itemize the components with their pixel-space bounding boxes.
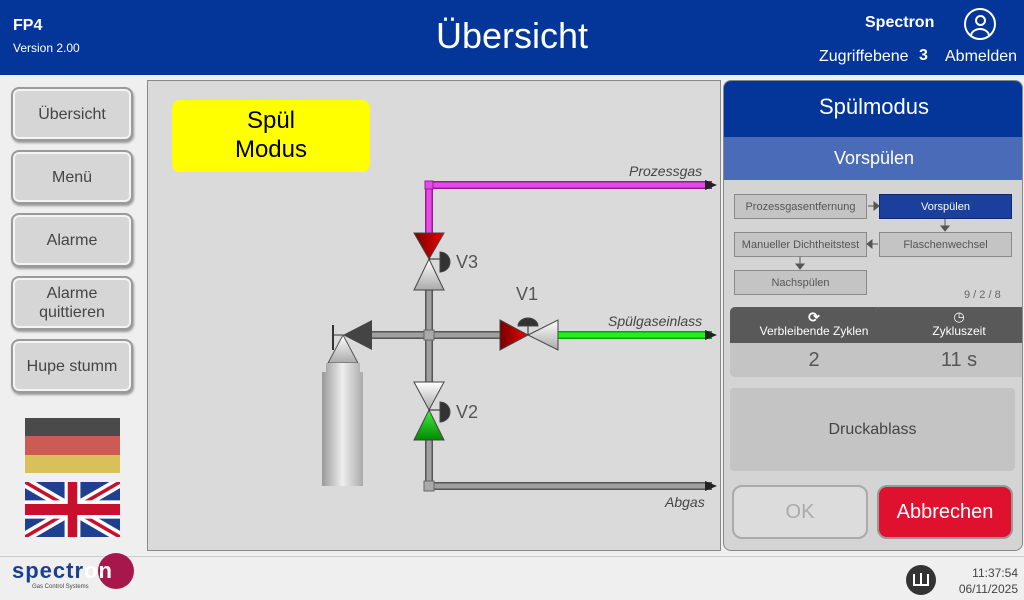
nav-horn-mute-button[interactable]: Hupe stumm [11, 339, 133, 393]
ack-line1: Alarme [46, 285, 98, 302]
process-gas-pipe [424, 180, 717, 233]
cycle-time-value: 11 s [940, 349, 978, 371]
v2-label: V2 [456, 402, 478, 422]
valve-v2-icon [413, 381, 451, 441]
panel-title: Spülmodus [724, 81, 1022, 137]
access-level-value: 3 [919, 47, 928, 64]
cycle-time-label: Zykluszeit [932, 324, 986, 338]
process-gas-label: Prozessgas [629, 163, 702, 179]
german-flag-icon[interactable] [25, 418, 120, 473]
step-bottle-change: Flaschenwechsel [879, 232, 1012, 257]
device-name: FP4 [13, 17, 43, 34]
date: 06/11/2025 [958, 582, 1018, 596]
nav-acknowledge-alarms-button[interactable]: Alarme quittieren [11, 276, 133, 330]
access-level-label: Zugriffebene [819, 48, 909, 65]
logo-subtitle: Gas Control Systems [32, 584, 89, 590]
exhaust-label: Abgas [664, 494, 705, 510]
mode-badge: Spül Modus [172, 100, 370, 172]
version-label: Version 2.00 [13, 41, 80, 55]
gas-cylinder-icon [322, 320, 372, 486]
clock-icon: ◷ [953, 309, 965, 324]
manual-book-icon[interactable] [906, 565, 936, 595]
step-post-purge: Nachspülen [734, 270, 867, 295]
nav-alarms-button[interactable]: Alarme [11, 213, 133, 267]
panel-subtitle: Vorspülen [724, 137, 1022, 180]
page-title: Übersicht [435, 15, 589, 56]
nav-menu-button[interactable]: Menü [11, 150, 133, 204]
gray-pipes [372, 290, 717, 492]
purge-inlet-label: Spülgaseinlass [608, 313, 702, 329]
v1-label: V1 [516, 284, 538, 304]
valve-v1-icon [499, 317, 559, 351]
remaining-cycles-label: Verbleibende Zyklen [759, 324, 869, 338]
remaining-cycles-value: 2 [808, 349, 820, 371]
valve-v3-icon [413, 232, 451, 291]
step-arrows [794, 200, 951, 270]
pressure-release-button[interactable]: Druckablass [730, 388, 1015, 471]
spectron-logo: spectron Gas Control Systems [12, 553, 137, 597]
v3-label: V3 [456, 252, 478, 272]
time: 11:37:54 [972, 566, 1018, 580]
purge-mode-panel: Spülmodus Vorspülen Prozessgasentfernung… [723, 80, 1023, 551]
step-manual-leak-test: Manueller Dichtheitstest [734, 232, 867, 257]
mode-line1: Spül [246, 107, 296, 134]
refresh-icon: ⟳ [808, 309, 820, 325]
header-bar: FP4 Version 2.00 Übersicht Spectron Zugr… [0, 0, 1024, 75]
footer-divider [0, 556, 1024, 557]
nav-overview-button[interactable]: Übersicht [11, 87, 133, 141]
uk-flag-icon[interactable] [25, 482, 120, 537]
cycle-time-card: ◷Zykluszeit 11 s [875, 307, 1022, 377]
ok-button[interactable]: OK [732, 485, 868, 539]
ack-line2: quittieren [39, 304, 105, 321]
purge-gas-pipe [558, 330, 717, 340]
logout-button[interactable]: Abmelden [945, 48, 1018, 65]
user-icon[interactable] [964, 8, 996, 40]
company-name: Spectron [865, 14, 935, 31]
process-diagram: Spül Modus [147, 80, 721, 551]
mode-line2: Modus [234, 136, 308, 163]
cancel-button[interactable]: Abbrechen [877, 485, 1013, 539]
step-process-gas-removal: Prozessgasentfernung [734, 194, 867, 219]
clock: 11:37:54 06/11/2025 [940, 565, 1018, 597]
remaining-cycles-card: ⟳Verbleibende Zyklen 2 [730, 307, 898, 377]
step-prepurge-active: Vorspülen [879, 194, 1012, 219]
pipe-schematic: Prozessgas Spülgaseinlass Abgas V3 V1 V2 [322, 163, 717, 510]
step-counter: 9 / 2 / 8 [964, 289, 1001, 301]
